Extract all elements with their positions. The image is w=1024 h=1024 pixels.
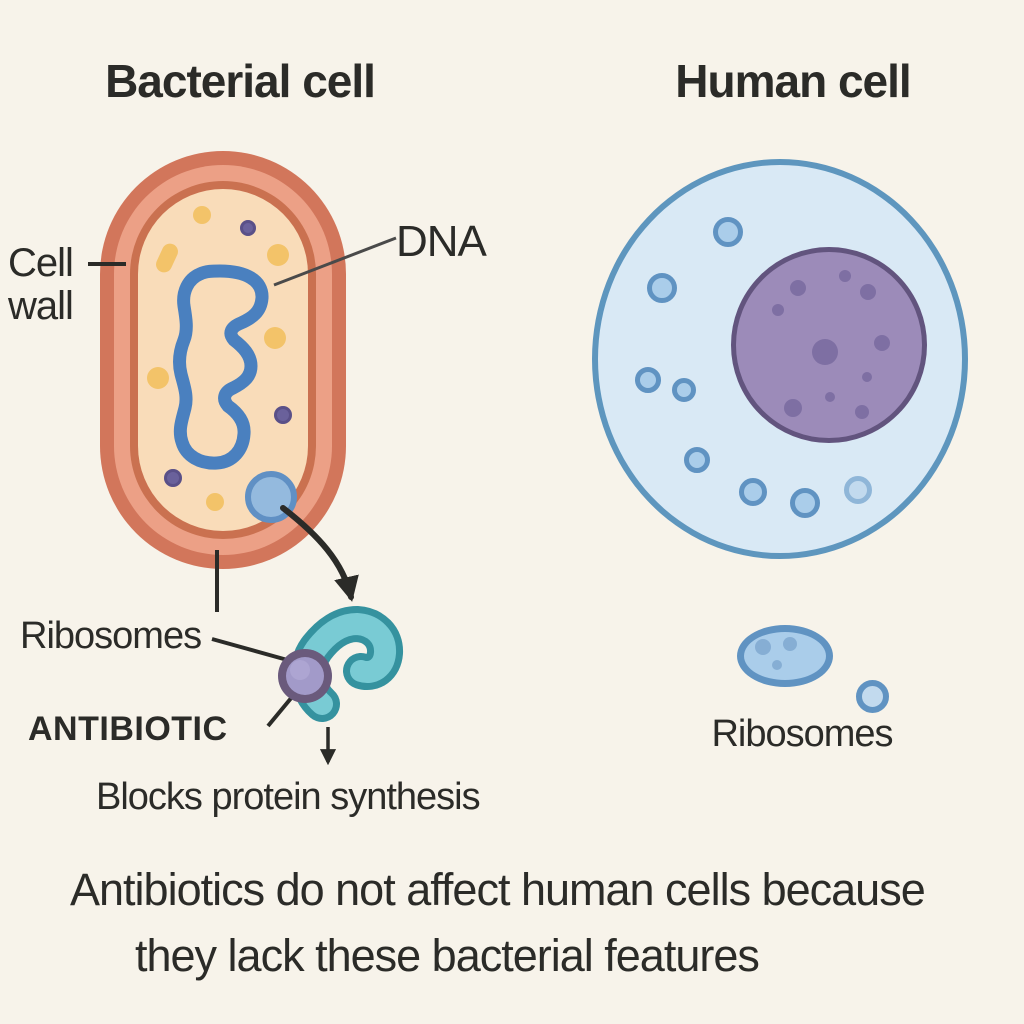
leader-line-dna bbox=[273, 236, 397, 287]
human-ribosome-blob-small bbox=[856, 680, 889, 713]
antibiotic-molecule-highlight bbox=[290, 660, 310, 680]
nucleus-spot bbox=[784, 399, 802, 417]
cell-wall-label-line2: wall bbox=[8, 284, 74, 329]
vesicle bbox=[844, 476, 872, 504]
nucleus-spot bbox=[772, 304, 784, 316]
dna-squiggle bbox=[173, 264, 269, 470]
nucleus-spot bbox=[874, 335, 890, 351]
nucleus-spot bbox=[812, 339, 838, 365]
cell-wall-label-line1: Cell bbox=[8, 241, 74, 285]
nucleus-spot bbox=[790, 280, 806, 296]
nucleus-spot bbox=[855, 405, 869, 419]
bacterial-cell-title: Bacterial cell bbox=[105, 55, 376, 107]
ribosome-dot bbox=[164, 469, 182, 487]
nucleus-spot bbox=[839, 270, 851, 282]
dna-label: DNA bbox=[396, 217, 487, 266]
nucleus-spot bbox=[862, 372, 872, 382]
arrow-ribosome-to-antibiotic bbox=[280, 505, 359, 602]
caption-line2: they lack these bacterial features bbox=[135, 930, 760, 981]
human-ribosome-blob bbox=[737, 625, 833, 687]
blob-spot bbox=[755, 639, 771, 655]
vesicle bbox=[647, 273, 677, 303]
granule-dot bbox=[147, 367, 169, 389]
vesicle bbox=[672, 378, 696, 402]
vesicle bbox=[684, 447, 710, 473]
leader-line-ribosomes bbox=[211, 637, 292, 663]
vesicle bbox=[790, 488, 820, 518]
bacterial-ribosomes-label: Ribosomes bbox=[20, 615, 202, 657]
blob-spot bbox=[783, 637, 797, 651]
granule-dot bbox=[193, 206, 211, 224]
vesicle bbox=[635, 367, 661, 393]
antibiotic-label: ANTIBIOTIC bbox=[28, 710, 228, 748]
ribosome-dot bbox=[240, 220, 256, 236]
effect-label: Blocks protein synthesis bbox=[96, 776, 481, 818]
human-ribosomes-label: Ribosomes bbox=[711, 713, 893, 755]
granule-dot bbox=[267, 244, 289, 266]
nucleus-spot bbox=[860, 284, 876, 300]
nucleus-spot bbox=[825, 392, 835, 402]
cell-wall-label: Cell wall bbox=[8, 241, 74, 329]
granule-dot bbox=[206, 493, 224, 511]
vesicle bbox=[739, 478, 767, 506]
ribosome-dot bbox=[274, 406, 292, 424]
granule-dot bbox=[264, 327, 286, 349]
caption-line1: Antibiotics do not affect human cells be… bbox=[70, 864, 926, 915]
vesicle bbox=[713, 217, 743, 247]
blob-spot bbox=[772, 660, 782, 670]
human-cell-title: Human cell bbox=[675, 55, 911, 107]
